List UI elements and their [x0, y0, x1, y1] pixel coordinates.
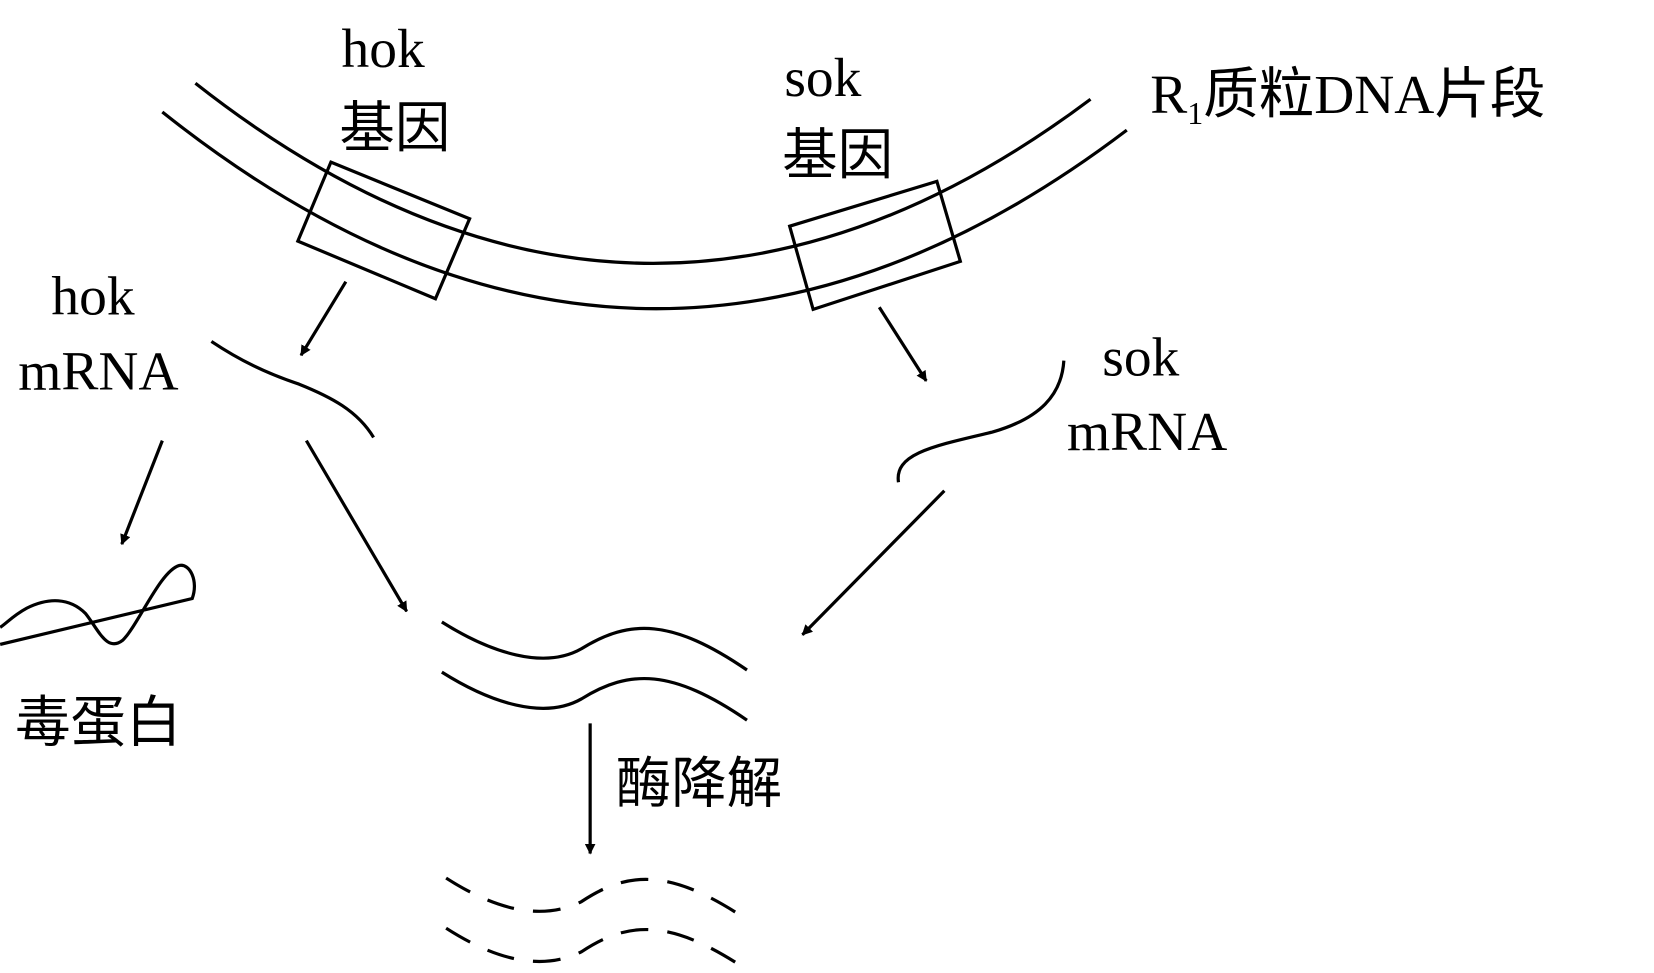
enzyme-degradation-label: 酶降解 [616, 753, 782, 814]
mrna-duplex-bottom [441, 670, 748, 722]
plasmid-label: R1质粒DNA片段 [1150, 64, 1545, 131]
hok-mrna-name: hok [51, 266, 134, 327]
toxin-protein-label: 毒蛋白 [15, 692, 181, 753]
mrna-duplex-top [441, 620, 748, 672]
arrow-hok-to-duplex [304, 439, 409, 613]
plasmid-prefix: R [1150, 64, 1187, 125]
plasmid-dna-inner-strand [161, 110, 1128, 311]
sok-mrna-strand [896, 360, 1066, 483]
hok-mrna-suffix: mRNA [18, 340, 178, 401]
sok-gene-box [787, 179, 963, 312]
plasmid-subscript: 1 [1187, 95, 1203, 131]
arrow-hok-transcription [299, 280, 348, 357]
degraded-rna-bottom [445, 926, 748, 972]
arrow-translation [120, 440, 164, 546]
toxin-protein-shape [0, 563, 196, 646]
sok-gene-suffix: 基因 [782, 125, 893, 186]
hok-gene-name: hok [342, 18, 425, 79]
arrow-sok-transcription [877, 306, 928, 382]
sok-mrna-suffix: mRNA [1067, 401, 1227, 462]
arrow-sok-to-duplex [801, 489, 946, 636]
hok-gene-box [295, 160, 472, 301]
sok-mrna-name: sok [1102, 327, 1179, 388]
hok-gene-suffix: 基因 [339, 98, 450, 159]
degraded-rna-top [445, 876, 748, 921]
hok-mrna-strand [210, 340, 375, 439]
sok-gene-name: sok [784, 47, 861, 108]
plasmid-suffix: 质粒DNA片段 [1203, 64, 1545, 125]
arrows [120, 280, 946, 855]
